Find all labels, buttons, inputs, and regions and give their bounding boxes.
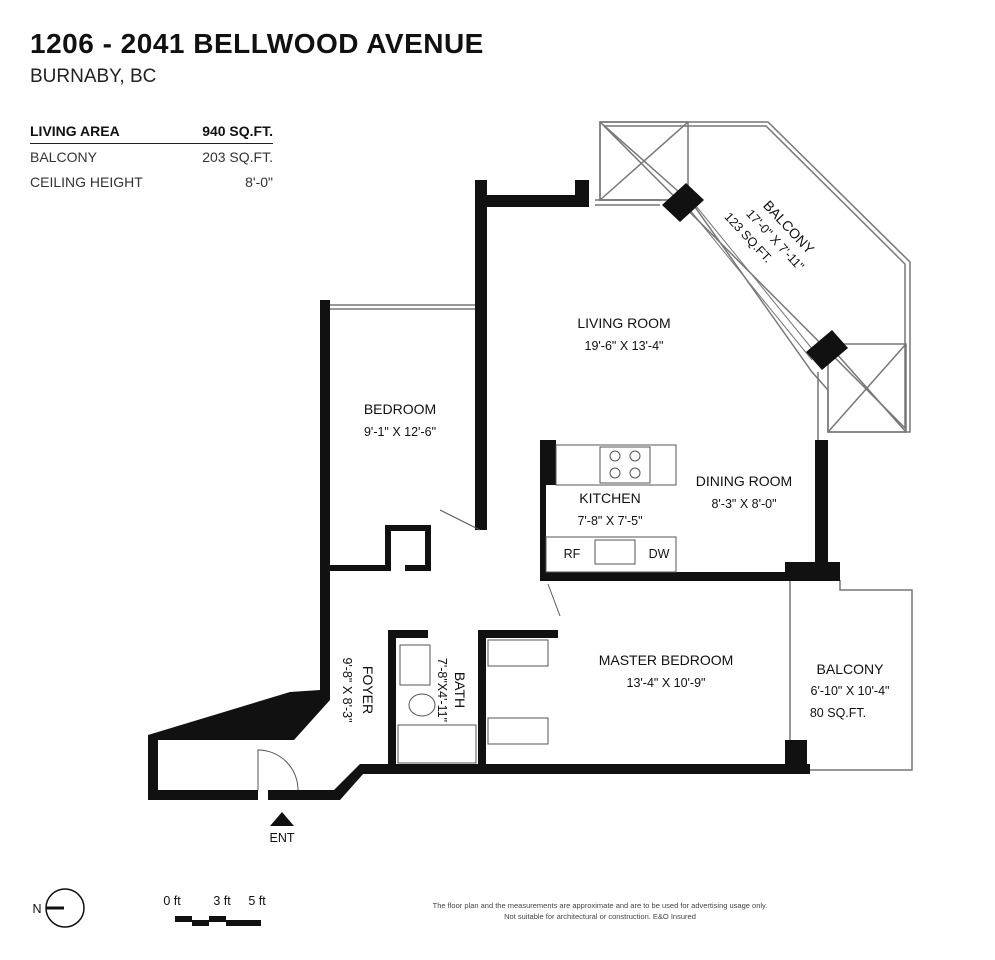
master-bedroom-label: MASTER BEDROOM: [599, 652, 734, 668]
entry-arrow-icon: [270, 812, 294, 826]
bath-dims: 7'-8"X4'-11": [435, 658, 449, 722]
bedroom-label: BEDROOM: [364, 401, 436, 417]
walls: [148, 180, 848, 800]
foyer-dims: 9'-8" X 8'-3": [340, 657, 354, 722]
bedroom-dims: 9'-1" X 12'-6": [364, 425, 436, 439]
living-room-dims: 19'-6" X 13'-4": [585, 339, 664, 353]
stat-row: LIVING AREA 940 SQ.FT.: [30, 118, 273, 144]
dishwasher-label: DW: [649, 547, 670, 561]
master-bedroom-dims: 13'-4" X 10'-9": [627, 676, 706, 690]
stat-row: BALCONY 203 SQ.FT.: [30, 144, 273, 169]
foyer-label: FOYER: [360, 666, 376, 714]
stat-label: BALCONY: [30, 148, 97, 165]
balcony-right-label: BALCONY: [817, 661, 885, 677]
scale-label-5: 5 ft: [248, 894, 266, 908]
stat-row: CEILING HEIGHT 8'-0": [30, 169, 273, 194]
scale-label-3: 3 ft: [213, 894, 231, 908]
scale-label-0: 0 ft: [163, 894, 181, 908]
scale-bar: 0 ft 3 ft 5 ft: [163, 894, 266, 926]
bath-label: BATH: [452, 672, 468, 708]
stat-value: 940 SQ.FT.: [202, 122, 273, 139]
stat-label: LIVING AREA: [30, 122, 120, 139]
stat-value: 8'-0": [245, 173, 273, 190]
stat-value: 203 SQ.FT.: [202, 148, 273, 165]
disclaimer-line: The floor plan and the measurements are …: [432, 901, 768, 910]
entry-label: ENT: [270, 831, 295, 845]
balcony-outlines: [330, 121, 913, 771]
dining-room-dims: 8'-3" X 8'-0": [711, 497, 776, 511]
compass: N: [32, 888, 85, 928]
disclaimer-line: Not suitable for architectural or constr…: [504, 912, 696, 921]
room-labels: BALCONY 17'-0" X 7'-11" 123 SQ.FT. LIVIN…: [270, 197, 890, 845]
balcony-right-area: 80 SQ.FT.: [810, 706, 866, 720]
kitchen-dims: 7'-8" X 7'-5": [577, 514, 642, 528]
compass-north-label: N: [32, 902, 41, 916]
balcony-right-dims: 6'-10" X 10'-4": [811, 684, 890, 698]
property-address: 1206 - 2041 BELLWOOD AVENUE: [30, 28, 484, 59]
fridge-label: RF: [564, 547, 581, 561]
property-city: BURNABY, BC: [30, 66, 157, 87]
dining-room-label: DINING ROOM: [696, 473, 792, 489]
stat-label: CEILING HEIGHT: [30, 173, 143, 190]
kitchen-label: KITCHEN: [579, 490, 640, 506]
living-room-label: LIVING ROOM: [577, 315, 670, 331]
disclaimer: The floor plan and the measurements are …: [430, 900, 770, 922]
fixtures: [257, 444, 677, 791]
